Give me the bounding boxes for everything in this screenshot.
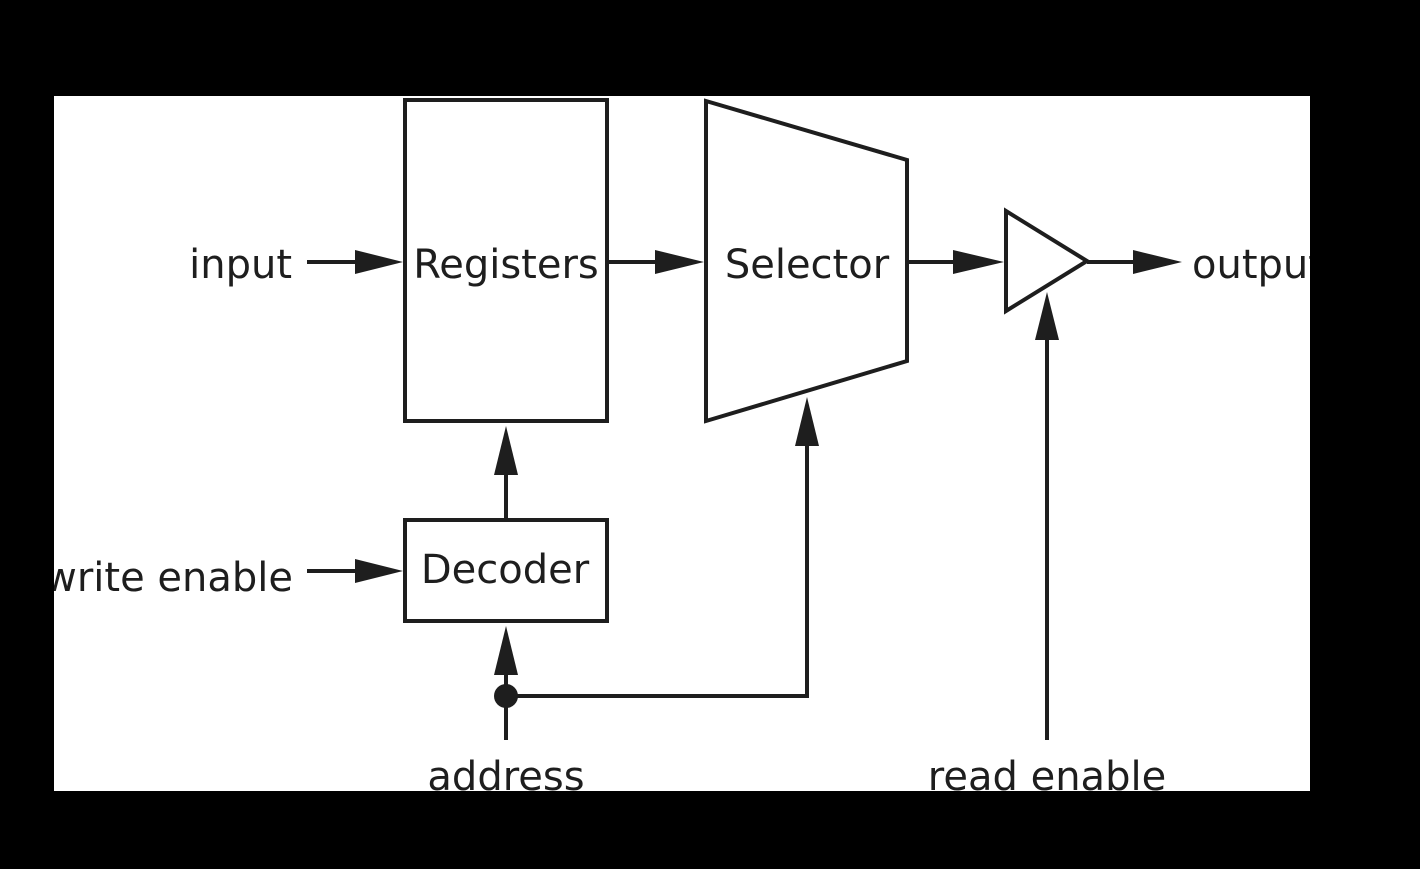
address-wire <box>494 397 819 740</box>
read-enable-arrow <box>1035 292 1059 740</box>
output-buffer <box>1004 207 1091 315</box>
input-label: input <box>189 242 292 288</box>
decoder-block <box>403 518 609 623</box>
selector-label: Selector <box>725 242 890 288</box>
input-arrow <box>307 250 403 274</box>
registers-to-selector-arrow <box>607 250 704 274</box>
address-junction-dot <box>494 684 518 708</box>
registers-label: Registers <box>413 242 599 288</box>
write-enable-label: write enable <box>44 555 293 601</box>
write-enable-arrow <box>307 559 403 583</box>
read-enable-label: read enable <box>928 754 1166 800</box>
address-label: address <box>427 754 584 800</box>
output-arrow <box>1087 250 1182 274</box>
registers-block <box>403 98 609 423</box>
output-label: output <box>1192 242 1324 288</box>
diagram-panel <box>54 96 1310 791</box>
selector-to-buffer-arrow <box>907 250 1004 274</box>
selector-block <box>704 98 909 424</box>
decoder-to-registers-arrow <box>494 426 518 520</box>
decoder-label: Decoder <box>421 547 590 593</box>
